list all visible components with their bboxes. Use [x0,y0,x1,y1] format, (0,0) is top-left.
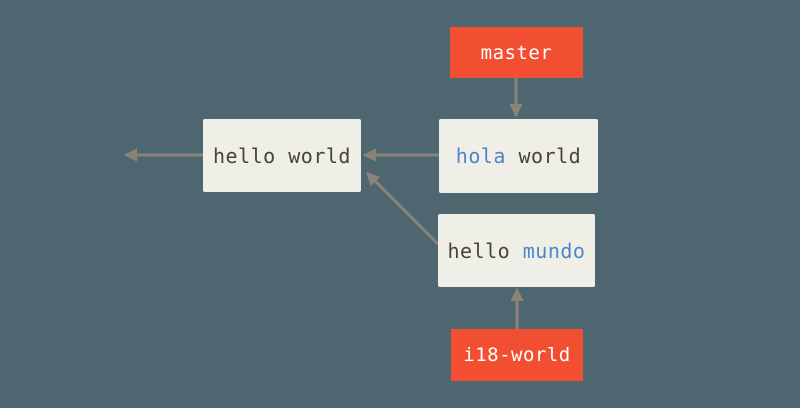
branch-label-i18-world: i18-world [451,329,583,381]
commit-node-hola-world: hola world [439,119,598,193]
commit-text: hello [447,238,523,263]
branch-label-master-text: master [480,41,553,64]
arrow-hello-mundo-to-hello-world [365,171,440,246]
branch-label-master: master [450,27,583,78]
branch-label-i18-world-text: i18-world [463,344,571,366]
commit-text: world [505,144,582,168]
commit-node-hello-world: hello world [203,119,361,192]
commit-text: hola [455,144,506,168]
commit-text: mundo [522,238,586,263]
commit-text: hello world [213,143,351,168]
commit-node-hello-mundo: hello mundo [438,214,595,287]
